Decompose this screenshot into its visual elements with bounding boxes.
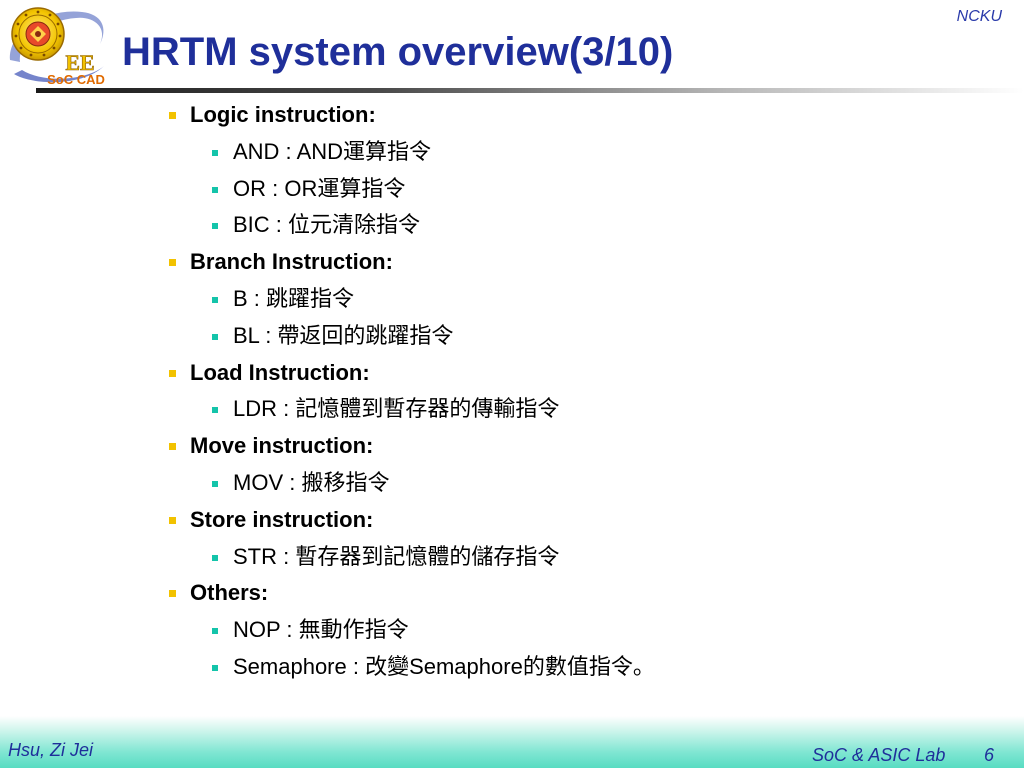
bullet-item: Store instruction: [0, 502, 1024, 539]
page-number: 6 [984, 745, 995, 765]
square-bullet-icon [212, 149, 218, 156]
sub-bullet-text: Semaphore : 改變Semaphore的數值指令。 [233, 653, 655, 679]
svg-text:EE: EE [65, 50, 94, 75]
bullet-text: Others: [190, 580, 269, 606]
logo-emblem-icon: EE SoC CAD [9, 7, 105, 87]
bullet-item: Move instruction: [0, 428, 1024, 465]
square-bullet-icon [212, 333, 218, 340]
sub-bullet-text: LDR : 記憶體到暫存器的傳輸指令 [233, 396, 560, 422]
title-divider [36, 88, 1024, 93]
bullet-list: Logic instruction: AND : AND運算指令 OR : OR… [0, 97, 1024, 686]
sub-bullet-text: B : 跳躍指令 [233, 285, 355, 311]
sub-bullet-text: STR : 暫存器到記憶體的儲存指令 [233, 543, 560, 569]
sub-bullet-item: STR : 暫存器到記憶體的儲存指令 [0, 539, 1024, 576]
sub-bullet-item: MOV : 搬移指令 [0, 465, 1024, 502]
square-bullet-icon [212, 480, 218, 487]
bullet-text: Move instruction: [190, 433, 374, 459]
sub-bullet-item: Semaphore : 改變Semaphore的數值指令。 [0, 649, 1024, 686]
square-bullet-icon [212, 186, 218, 193]
square-bullet-icon [212, 223, 218, 230]
sub-bullet-item: AND : AND運算指令 [0, 134, 1024, 171]
bullet-text: Branch Instruction: [190, 249, 393, 275]
sub-bullet-item: OR : OR運算指令 [0, 171, 1024, 208]
square-bullet-icon [212, 407, 218, 414]
sub-bullet-text: AND : AND運算指令 [233, 138, 432, 164]
square-bullet-icon [212, 554, 218, 561]
square-bullet-icon [169, 112, 176, 119]
bullet-item: Logic instruction: [0, 97, 1024, 134]
bullet-text: Logic instruction: [190, 102, 376, 127]
bullet-text: Load Instruction: [190, 359, 370, 385]
sub-bullet-item: B : 跳躍指令 [0, 281, 1024, 318]
bullet-text: Store instruction: [190, 506, 374, 532]
sub-bullet-item: LDR : 記憶體到暫存器的傳輸指令 [0, 391, 1024, 428]
square-bullet-icon [169, 516, 176, 524]
sub-bullet-text: BIC : 位元清除指令 [233, 212, 421, 238]
footer-lab-name: SoC & ASIC Lab [812, 745, 946, 765]
ncku-ee-soc-cad-logo: EE SoC CAD [4, 4, 112, 88]
sub-bullet-item: NOP : 無動作指令 [0, 612, 1024, 649]
bullet-item: Branch Instruction: [0, 244, 1024, 281]
square-bullet-icon [169, 369, 176, 377]
square-bullet-icon [169, 590, 176, 598]
square-bullet-icon [169, 259, 176, 267]
square-bullet-icon [212, 664, 218, 671]
svg-text:SoC CAD: SoC CAD [47, 72, 105, 87]
institution-tag: NCKU [956, 8, 1002, 25]
bullet-item: Load Instruction: [0, 355, 1024, 392]
sub-bullet-text: OR : OR運算指令 [233, 175, 406, 201]
footer-author: Hsu, Zi Jei [8, 740, 94, 760]
sub-bullet-item: BIC : 位元清除指令 [0, 207, 1024, 244]
sub-bullet-item: BL : 帶返回的跳躍指令 [0, 318, 1024, 355]
square-bullet-icon [212, 628, 218, 635]
bullet-item: Others: [0, 575, 1024, 612]
page-title: HRTM system overview(3/10) [122, 30, 674, 74]
sub-bullet-text: BL : 帶返回的跳躍指令 [233, 322, 454, 348]
footer-band [0, 716, 1024, 768]
square-bullet-icon [212, 296, 218, 303]
sub-bullet-text: MOV : 搬移指令 [233, 469, 390, 495]
square-bullet-icon [169, 443, 176, 451]
sub-bullet-text: NOP : 無動作指令 [233, 617, 409, 643]
